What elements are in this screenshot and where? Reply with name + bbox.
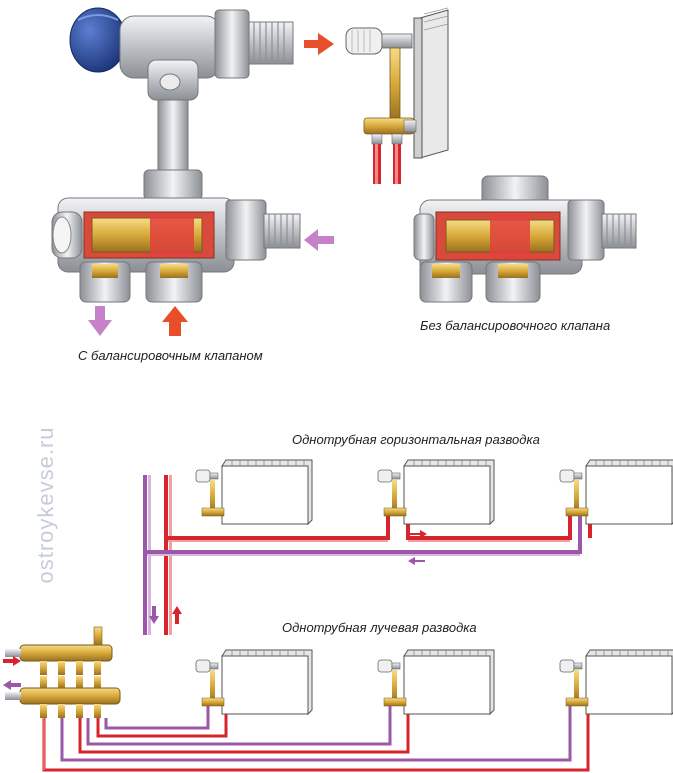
arrow-up-icon	[172, 606, 182, 624]
thermostat-knob-icon	[69, 7, 127, 73]
arrow-down-icon	[88, 306, 112, 336]
flow-arrows-top	[88, 33, 334, 336]
valve-without-balancing	[413, 175, 637, 303]
arrow-left-icon	[408, 557, 425, 565]
arrow-left-icon	[3, 680, 21, 690]
radiator-installation-icon	[345, 7, 449, 184]
arrow-right-icon	[3, 656, 21, 666]
scheme-radial	[3, 626, 673, 772]
valve-with-balancing	[51, 7, 301, 303]
manifold-supply	[5, 626, 113, 675]
arrow-right-icon	[304, 33, 334, 55]
caption-radial: Однотрубная лучевая разводка	[282, 620, 477, 635]
arrow-down-icon	[149, 606, 159, 624]
caption-without-balancing: Без балансировочного клапана	[420, 318, 611, 333]
arrow-up-icon	[162, 306, 188, 336]
arrow-left-icon	[304, 229, 334, 251]
caption-horizontal: Однотрубная горизонтальная разводка	[292, 432, 540, 447]
scheme-horizontal	[143, 459, 673, 635]
manifold-return	[5, 676, 121, 718]
caption-with-balancing: С балансировочным клапаном	[78, 348, 263, 363]
arrow-right-icon	[410, 530, 427, 538]
